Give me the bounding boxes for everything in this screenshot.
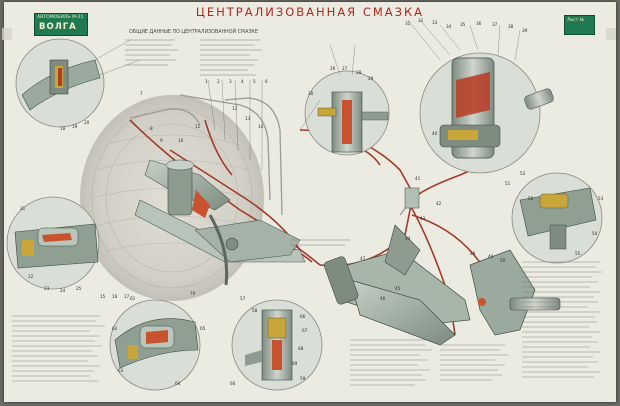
callout-number: 20 [84, 120, 90, 125]
callout-number: 57 [240, 296, 246, 301]
callout-number: 70 [190, 291, 196, 296]
callout-number: 44 [405, 236, 411, 241]
pipe-grey [129, 94, 413, 216]
callout-number: 52 [520, 171, 526, 176]
callout-number: 40 [432, 131, 438, 136]
callout-number: 36 [476, 21, 482, 26]
callout-number: 13 [245, 116, 251, 121]
callout-number: 48 [470, 251, 476, 256]
callout-number: 58 [252, 308, 258, 313]
callout-number: 7 [140, 91, 143, 96]
sheet-number-badge: Лист № [564, 15, 595, 35]
vehicle-badge-name: ВОЛГА [39, 22, 77, 32]
callout-number: 29 [368, 76, 374, 81]
callout-number: 37 [492, 22, 498, 27]
callout-number: 1 [205, 79, 208, 84]
callout-number: 22 [28, 274, 34, 279]
vehicle-badge: АВТОМОБИЛЬ М-21 ВОЛГА [34, 13, 88, 36]
callout-number: 53 [598, 196, 604, 201]
callout-number: 61 [130, 296, 136, 301]
general-data-heading: ОБЩИЕ ДАННЫЕ ПО ЦЕНТРАЛИЗОВАННОЙ СМАЗКЕ [129, 30, 258, 35]
parts-legend-right [522, 261, 602, 378]
callout-number: 47 [360, 256, 366, 261]
callout-number: 19 [72, 124, 78, 129]
callout-number: 26 [330, 66, 336, 71]
callout-number: 68 [298, 346, 304, 351]
callout-number: 32 [418, 18, 424, 23]
callout-number: 9 [160, 138, 163, 143]
callout-number: 49 [488, 254, 494, 259]
callout-number: 35 [460, 22, 466, 27]
leader-lines [94, 19, 521, 170]
callout-number: 31 [405, 21, 411, 26]
callout-number: 59 [300, 376, 306, 381]
callout-number: 28 [356, 70, 362, 75]
callout-number: 42 [436, 201, 442, 206]
callout-number: 5 [253, 79, 256, 84]
detail-view-bottom-middle [231, 299, 323, 391]
general-data-text-block [125, 39, 350, 246]
front-suspension-right [323, 187, 561, 346]
detail-view-left-middle [6, 196, 100, 290]
callout-number: 63 [118, 368, 124, 373]
callout-number: 66 [300, 314, 306, 319]
sheet-number-label: Лист № [567, 18, 585, 23]
callout-number: 50 [500, 258, 506, 263]
callout-number: 69 [292, 361, 298, 366]
parts-legend-left [12, 315, 105, 382]
callout-number: 24 [60, 288, 66, 293]
callout-number: 27 [342, 66, 348, 71]
callout-number: 45 [395, 286, 401, 291]
callout-number: 51 [505, 181, 511, 186]
detail-view-top-middle [304, 70, 390, 156]
callout-number: 65 [200, 326, 206, 331]
detail-view-top-left [15, 38, 105, 128]
callout-number: 30 [308, 91, 314, 96]
detail-view-right [511, 172, 603, 264]
detail-view-bottom-left [109, 299, 201, 391]
callout-number: 55 [575, 251, 581, 256]
callout-number: 17 [124, 294, 130, 299]
callout-number: 67 [302, 328, 308, 333]
callout-number: 64 [175, 381, 181, 386]
callout-number: 15 [100, 294, 106, 299]
callout-number: 23 [44, 286, 50, 291]
callout-number: 16 [112, 294, 118, 299]
callout-number: 14 [258, 124, 264, 129]
callout-number: 3 [229, 79, 232, 84]
poster-title: ЦЕНТРАЛИЗОВАННАЯ СМАЗКА [195, 5, 425, 19]
parts-legend-middle [350, 339, 508, 386]
tape-strip [2, 28, 12, 40]
callout-number: 56 [528, 196, 534, 201]
callout-number: 12 [232, 106, 238, 111]
callout-number: 38 [508, 24, 514, 29]
callout-number: 2 [217, 79, 220, 84]
callout-number: 18 [60, 126, 66, 131]
callout-number: 11 [195, 124, 201, 129]
detail-view-pump [419, 52, 554, 174]
callout-number: 43 [420, 216, 426, 221]
callout-number: 10 [178, 138, 184, 143]
callout-number: 25 [76, 286, 82, 291]
callout-number: 34 [446, 24, 452, 29]
callout-number: 62 [112, 326, 118, 331]
callout-number: 4 [241, 79, 244, 84]
vehicle-badge-model: АВТОМОБИЛЬ М-21 [37, 15, 84, 20]
callout-number: 33 [432, 20, 438, 25]
callout-number: 39 [522, 28, 528, 33]
callout-number: 46 [380, 296, 386, 301]
front-suspension-left [134, 159, 306, 286]
callout-number: 6 [265, 79, 268, 84]
callout-number: 21 [20, 206, 26, 211]
callout-number: 60 [230, 381, 236, 386]
callout-number: 54 [592, 231, 598, 236]
callout-number: 41 [415, 176, 421, 181]
tape-strip [606, 28, 616, 40]
callout-number: 8 [150, 126, 153, 131]
